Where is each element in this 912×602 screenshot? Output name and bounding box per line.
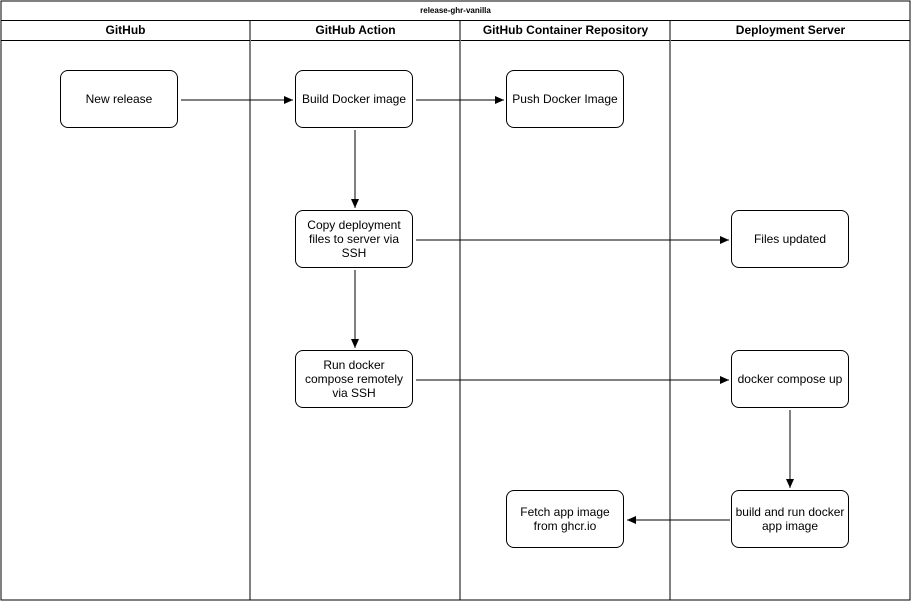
diagram-title: release-ghr-vanilla bbox=[1, 1, 910, 21]
node-push-docker-image-label: Push Docker Image bbox=[512, 92, 618, 106]
node-copy-deployment-files-label: Copy deployment files to server via SSH bbox=[307, 218, 401, 260]
node-copy-deployment-files: Copy deployment files to server via SSH bbox=[295, 210, 413, 268]
node-build-and-run-app: build and run docker app image bbox=[731, 490, 849, 548]
node-run-docker-compose: Run docker compose remotely via SSH bbox=[295, 350, 413, 408]
node-build-docker-image-label: Build Docker image bbox=[301, 92, 407, 106]
node-build-docker-image: Build Docker image bbox=[295, 70, 413, 128]
node-build-and-run-app-label: build and run docker app image bbox=[735, 505, 845, 533]
node-push-docker-image: Push Docker Image bbox=[506, 70, 624, 128]
node-new-release-label: New release bbox=[85, 92, 153, 106]
node-docker-compose-up: docker compose up bbox=[731, 350, 849, 408]
lane-header-container-repository: GitHub Container Repository bbox=[461, 20, 670, 41]
node-docker-compose-up-label: docker compose up bbox=[737, 372, 843, 386]
node-fetch-app-image: Fetch app image from ghcr.io bbox=[506, 490, 624, 548]
lane-header-deployment-server: Deployment Server bbox=[671, 20, 910, 41]
lane-header-github-action: GitHub Action bbox=[251, 20, 460, 41]
node-fetch-app-image-label: Fetch app image from ghcr.io bbox=[520, 505, 610, 533]
node-run-docker-compose-label: Run docker compose remotely via SSH bbox=[304, 358, 404, 400]
node-files-updated-label: Files updated bbox=[753, 232, 827, 246]
node-new-release: New release bbox=[60, 70, 178, 128]
node-files-updated: Files updated bbox=[731, 210, 849, 268]
lane-header-github: GitHub bbox=[1, 20, 250, 41]
